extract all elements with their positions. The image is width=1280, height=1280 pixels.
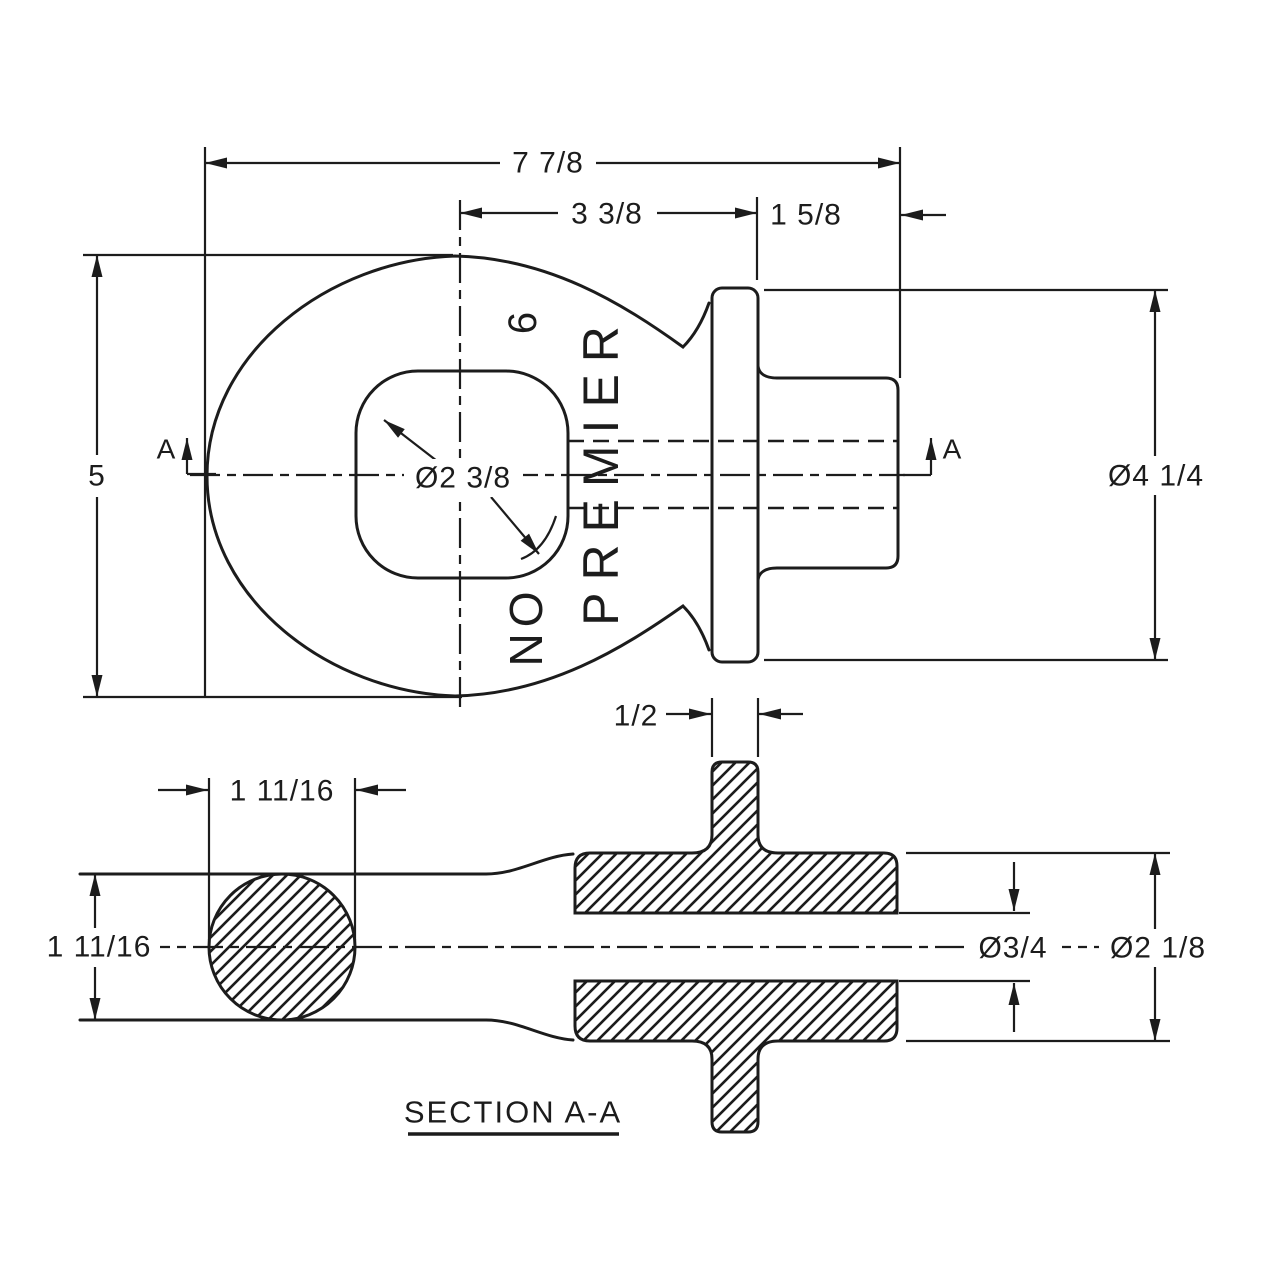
- embossed-size-number: 6: [501, 312, 545, 334]
- dim-eye-height-label: 5: [88, 460, 106, 493]
- boss-section-upper: [573, 760, 899, 915]
- dim-ring-thickness-label: 1 11/16: [47, 931, 152, 964]
- dim-overall-width: 7 7/8: [205, 146, 900, 180]
- dim-ring-thickness: 1 11/16: [36, 874, 160, 1020]
- dim-flange-od: Ø4 1/4: [1097, 290, 1215, 660]
- embossed-no: NO: [500, 586, 552, 667]
- dim-flange-to-end-label: 1 5/8: [770, 199, 842, 232]
- dim-center-to-flange: 3 3/8: [460, 197, 757, 231]
- embossed-brand: PREMIER: [573, 314, 629, 626]
- dim-shank-od-label: Ø2 1/8: [1110, 932, 1206, 965]
- dim-bore-label: Ø3/4: [978, 932, 1047, 965]
- ring-silhouette-top: [78, 852, 575, 876]
- dim-center-to-flange-label: 3 3/8: [571, 198, 643, 231]
- shank-top-view: [756, 365, 900, 581]
- dim-flange-to-end: 1 5/8: [770, 199, 946, 232]
- section-view: 1/2 1 11/16 1 11/16 Ø3/4 Ø2 1/8: [36, 698, 1219, 1136]
- dim-bore: Ø3/4: [964, 862, 1062, 1032]
- dim-eye-height: 5: [79, 255, 116, 697]
- section-marker-left: A: [157, 434, 216, 476]
- boss-section-lower: [573, 979, 899, 1134]
- leader-arc: [520, 515, 558, 561]
- dim-overall-width-label: 7 7/8: [512, 147, 584, 180]
- dim-eye-hole: Ø2 3/8: [383, 419, 558, 561]
- dim-flange-thickness-label: 1/2: [614, 700, 659, 733]
- dim-ring-width-label: 1 11/16: [230, 775, 335, 808]
- top-view: 7 7/8 3 3/8 1 5/8 5 Ø4 1/4: [79, 146, 1215, 714]
- ring-silhouette-bottom: [78, 1018, 575, 1042]
- section-title: SECTION A-A: [404, 1095, 622, 1136]
- section-label-right: A: [943, 434, 962, 465]
- dim-ring-width: 1 11/16: [158, 775, 406, 808]
- dim-flange-od-label: Ø4 1/4: [1108, 460, 1204, 493]
- dim-shank-od: Ø2 1/8: [1099, 853, 1219, 1041]
- section-marker-right: A: [903, 434, 962, 477]
- dim-flange-thickness: 1/2: [614, 700, 803, 733]
- section-label-left: A: [157, 434, 176, 465]
- section-title-label: SECTION A-A: [404, 1095, 622, 1130]
- dim-eye-hole-label: Ø2 3/8: [415, 462, 511, 495]
